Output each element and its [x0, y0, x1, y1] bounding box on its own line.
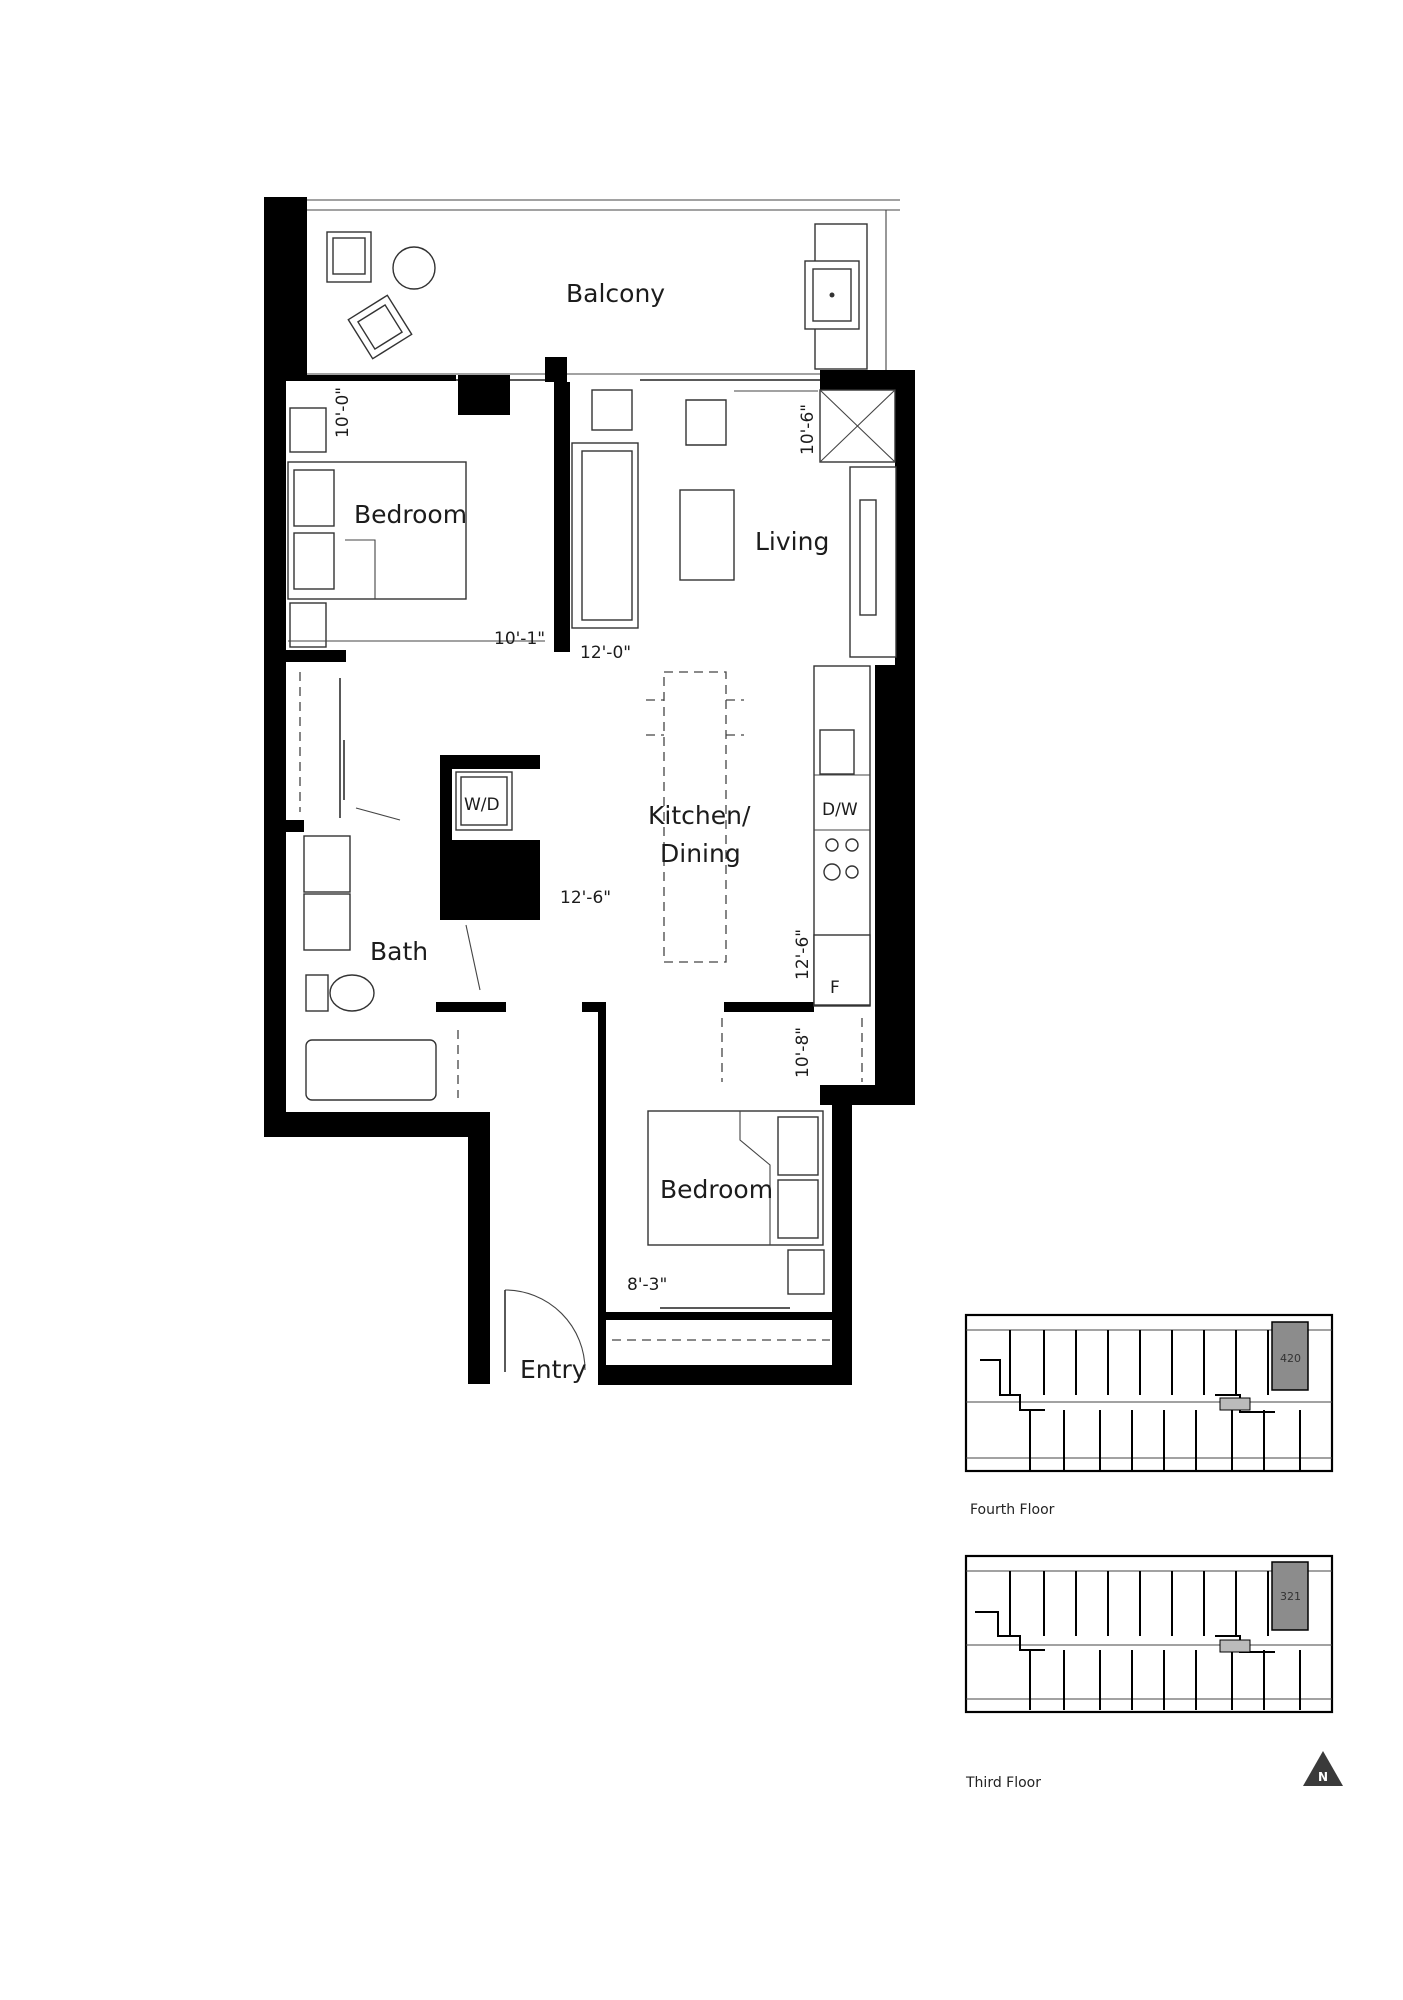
entry-area — [457, 1030, 586, 1372]
living-label: Living — [755, 527, 829, 556]
washer-dryer-label: W/D — [464, 795, 500, 815]
fridge-label: F — [830, 978, 840, 998]
kitchen-dining — [646, 665, 871, 1007]
north-arrow-icon — [1303, 1751, 1343, 1786]
living-height-dim: 10'-6" — [798, 404, 818, 455]
key-plan-third-floor — [964, 1554, 1334, 1714]
kitchen-label-line1: Kitchen/ — [648, 801, 751, 830]
dishwasher-label: D/W — [822, 800, 858, 820]
kitchen-height-dim: 12'-6" — [793, 929, 813, 980]
key-plan-fourth-floor — [964, 1313, 1334, 1473]
laundry-closet — [455, 771, 513, 831]
main-bedroom — [287, 407, 545, 648]
bath-label: Bath — [370, 937, 428, 966]
main-closet — [299, 672, 401, 821]
living-area — [571, 389, 897, 658]
bathroom — [303, 835, 481, 1101]
bedroom-main-label: Bedroom — [354, 500, 467, 529]
kitchen-label-line2: Dining — [660, 839, 741, 868]
fourth-floor-caption: Fourth Floor — [970, 1502, 1055, 1518]
third-floor-caption: Third Floor — [965, 1775, 1041, 1791]
entry-label: Entry — [520, 1355, 587, 1384]
kitchen-width-dim: 12'-6" — [560, 888, 611, 908]
bedroom-main-width-dim: 10'-1" — [494, 629, 545, 649]
living-width-dim: 12'-0" — [580, 643, 631, 663]
bedroom-second-height-dim: 10'-8" — [793, 1027, 813, 1078]
balcony-area — [264, 197, 900, 381]
second-bedroom — [612, 1018, 863, 1341]
bedroom-second-width-dim: 8'-3" — [627, 1275, 667, 1295]
bedroom-second-label: Bedroom — [660, 1175, 773, 1204]
balcony-label: Balcony — [566, 279, 665, 308]
walls — [264, 357, 915, 1385]
third-floor-unit-number: 321 — [1280, 1590, 1301, 1603]
north-arrow-label: N — [1318, 1770, 1328, 1784]
fourth-floor-unit-number: 420 — [1280, 1352, 1301, 1365]
bedroom-main-height-dim: 10'-0" — [333, 387, 353, 438]
